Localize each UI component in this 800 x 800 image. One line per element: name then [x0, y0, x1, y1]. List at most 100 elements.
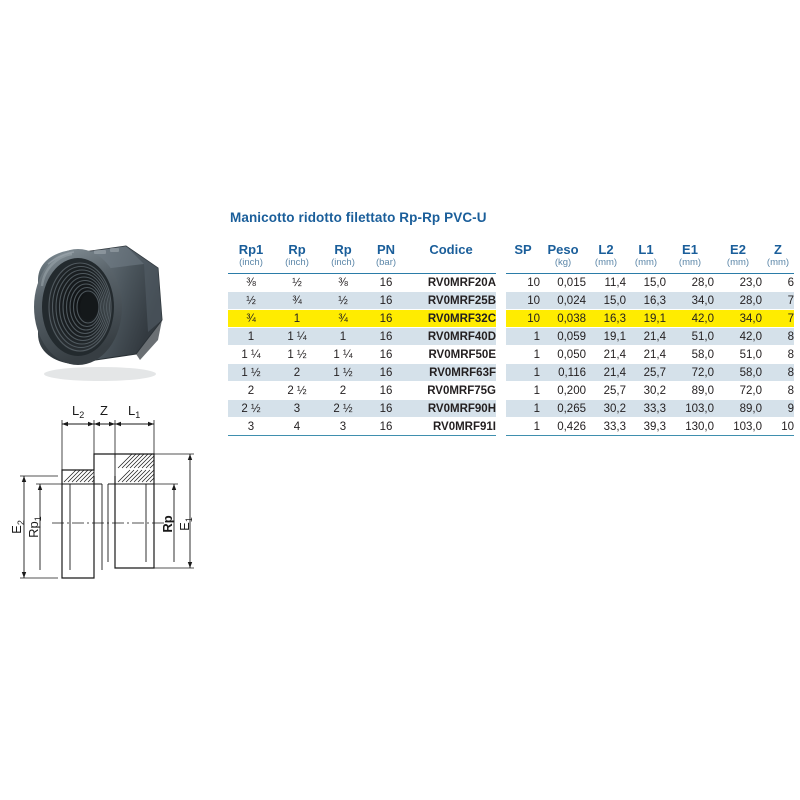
cell-rp1: 2 ½: [228, 399, 274, 418]
cell-sp: 1: [506, 399, 540, 418]
cell-peso: 0,024: [540, 291, 586, 310]
bottom-rule-right: [506, 435, 794, 438]
cell-z: 7: [762, 291, 794, 310]
table-header-right: SP Peso L2 L1 E1 E2 Z (kg) (mm) (mm) (mm…: [506, 240, 794, 274]
cell-codice: RV0MRF40D: [406, 327, 496, 346]
cell-rp_a: 2 ½: [274, 381, 320, 400]
cell-l2: 30,2: [586, 399, 626, 418]
col-unit-pn: (bar): [375, 257, 397, 268]
cell-e2: 34,0: [714, 309, 762, 328]
cell-sp: 1: [506, 381, 540, 400]
cell-rp_a: ¾: [274, 291, 320, 310]
cell-sp: 1: [506, 345, 540, 364]
drawing-label-l1: L1: [128, 403, 140, 420]
col-header-pn: PN: [376, 242, 396, 257]
dimensions-table-left: Rp1 Rp Rp PN Codice (inch) (inch) (inch)…: [228, 240, 496, 438]
cell-peso: 0,015: [540, 273, 586, 292]
cell-sp: 1: [506, 417, 540, 436]
cell-e1: 72,0: [666, 363, 714, 382]
cell-rp_a: 3: [274, 399, 320, 418]
cell-rp_a: 4: [274, 417, 320, 436]
cell-sp: 10: [506, 291, 540, 310]
col-unit-e2: (mm): [726, 257, 750, 268]
cell-l1: 16,3: [626, 291, 666, 310]
cell-z: 6: [762, 273, 794, 292]
cell-e2: 103,0: [714, 417, 762, 436]
cell-l2: 21,4: [586, 363, 626, 382]
cell-pn: 16: [366, 309, 406, 328]
cell-l1: 30,2: [626, 381, 666, 400]
cell-codice: RV0MRF32C: [406, 309, 496, 328]
col-header-peso: Peso: [547, 242, 579, 257]
cell-codice: RV0MRF90H: [406, 399, 496, 418]
drawing-label-e1: E1: [177, 517, 194, 531]
col-header-e1: E1: [682, 242, 698, 257]
cell-e1: 130,0: [666, 417, 714, 436]
cell-rp1: ½: [228, 291, 274, 310]
cell-z: 10: [762, 417, 794, 436]
cell-z: 8: [762, 381, 794, 400]
cell-e2: 28,0: [714, 291, 762, 310]
cell-rp_a: 1 ½: [274, 345, 320, 364]
cell-rp1: 1 ¼: [228, 345, 274, 364]
cell-l2: 16,3: [586, 309, 626, 328]
col-header-l2: L2: [598, 242, 614, 257]
cell-peso: 0,038: [540, 309, 586, 328]
bottom-rule-left: [228, 435, 496, 438]
cell-codice: RV0MRF20A: [406, 273, 496, 292]
cell-l2: 15,0: [586, 291, 626, 310]
col-unit-z: (mm): [766, 257, 790, 268]
cell-rp1: 3: [228, 417, 274, 436]
cell-e2: 72,0: [714, 381, 762, 400]
cell-peso: 0,426: [540, 417, 586, 436]
cell-peso: 0,200: [540, 381, 586, 400]
col-header-codice: Codice: [429, 242, 473, 257]
cell-l1: 39,3: [626, 417, 666, 436]
cell-z: 7: [762, 309, 794, 328]
cell-rp_b: 3: [320, 417, 366, 436]
col-unit-peso: (kg): [554, 257, 572, 268]
cell-rp_b: ½: [320, 291, 366, 310]
cell-rp_b: 1: [320, 327, 366, 346]
cell-z: 8: [762, 363, 794, 382]
cell-e1: 89,0: [666, 381, 714, 400]
col-unit-e1: (mm): [678, 257, 702, 268]
cell-rp1: 2: [228, 381, 274, 400]
cell-l2: 33,3: [586, 417, 626, 436]
cell-l2: 11,4: [586, 273, 626, 292]
cell-rp_a: 1: [274, 309, 320, 328]
cell-z: 8: [762, 345, 794, 364]
col-header-z: Z: [774, 242, 782, 257]
cell-e1: 42,0: [666, 309, 714, 328]
cell-codice: RV0MRF50E: [406, 345, 496, 364]
cell-codice: RV0MRF63F: [406, 363, 496, 382]
page-title: Manicotto ridotto filettato Rp-Rp PVC-U: [230, 210, 487, 225]
cell-l1: 21,4: [626, 327, 666, 346]
cell-pn: 16: [366, 345, 406, 364]
product-photo: [8, 228, 198, 393]
cell-l2: 25,7: [586, 381, 626, 400]
cell-e1: 58,0: [666, 345, 714, 364]
cell-rp1: ¾: [228, 309, 274, 328]
